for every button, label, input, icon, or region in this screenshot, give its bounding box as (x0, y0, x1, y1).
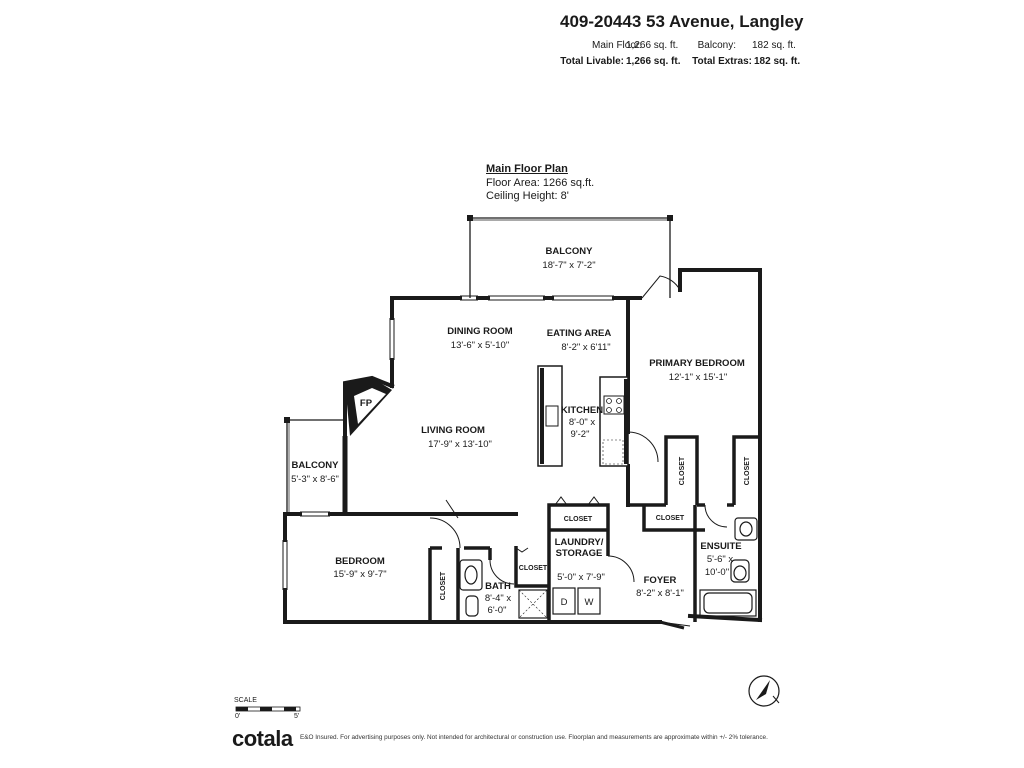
room-eating-name: EATING AREA (547, 328, 612, 339)
closet-label-primary-left: CLOSET (679, 456, 686, 485)
room-bedroom-dims: 15'-9" x 9'-7" (333, 569, 386, 580)
balcony-top-rail (470, 217, 671, 298)
dryer-box (552, 587, 576, 615)
disclaimer-text: E&O Insured. For advertising purposes on… (300, 734, 768, 741)
floor-area: Floor Area: 1266 sq.ft. (486, 177, 595, 189)
main-floor-value: 1,266 sq. ft. (626, 40, 679, 51)
room-bath-dims-2: 6'-0" (488, 605, 507, 616)
room-ensuite-dims-2: 10'-0" (705, 567, 729, 578)
total-livable-label: Total Livable: (560, 56, 624, 67)
listing-address: 409-20443 53 Avenue, Langley (560, 12, 804, 31)
room-kitchen-name: KITCHEN (561, 405, 603, 416)
room-bath-name: BATH (485, 581, 511, 592)
fireplace-label: FP (360, 398, 373, 409)
room-balcony-top-name: BALCONY (546, 246, 594, 257)
room-foyer-dims: 8'-2" x 8'-1" (636, 588, 684, 599)
room-laundry-name-1: LAUNDRY/ (555, 537, 604, 548)
room-dining-name: DINING ROOM (447, 326, 513, 337)
balcony-area-value: 182 sq. ft. (752, 40, 796, 51)
room-eating-dims: 8'-2" x 6'11" (561, 342, 610, 353)
dryer-label: D (561, 597, 568, 608)
room-living-name: LIVING ROOM (421, 425, 485, 436)
closet-label-foyer: CLOSET (656, 515, 685, 522)
room-dining-dims: 13'-6" x 5'-10" (451, 340, 509, 351)
room-balcony-top-dims: 18'-7" x 7'-2" (542, 260, 595, 271)
room-bedroom-name: BEDROOM (335, 556, 385, 567)
scale-start: 0' (235, 713, 241, 720)
total-extras-value: 182 sq. ft. (754, 56, 801, 67)
scale-bar (235, 706, 301, 712)
room-primary-dims: 12'-1" x 15'-1" (669, 372, 727, 383)
scale-label: SCALE (234, 697, 257, 704)
closet-label-bedroom: CLOSET (440, 571, 447, 600)
room-kitchen-dims-2: 9'-2" (571, 429, 590, 440)
closet-label-bath: CLOSET (519, 565, 548, 572)
room-primary-name: PRIMARY BEDROOM (649, 358, 745, 369)
room-balcony-left-dims: 5'-3" x 8'-6" (291, 474, 339, 485)
room-balcony-left-name: BALCONY (292, 460, 340, 471)
total-extras-label: Total Extras: (692, 56, 752, 67)
room-ensuite-dims-1: 5'-6" x (707, 554, 734, 565)
washer-box (577, 587, 601, 615)
brand-logo: cotala (232, 726, 293, 751)
ceiling-height: Ceiling Height: 8' (486, 190, 569, 202)
plan-title: Main Floor Plan (486, 163, 568, 175)
room-laundry-name-2: STORAGE (556, 548, 603, 559)
room-ensuite-name: ENSUITE (700, 541, 741, 552)
room-kitchen-dims-1: 8'-0" x (569, 417, 596, 428)
closet-label-center: CLOSET (564, 516, 593, 523)
closet-label-primary-right: CLOSET (744, 456, 751, 485)
north-arrow-icon (748, 675, 780, 707)
room-laundry-dims: 5'-0" x 7'-9" (557, 572, 605, 583)
room-bath-dims-1: 8'-4" x (485, 593, 512, 604)
room-foyer-name: FOYER (644, 575, 677, 586)
room-living-dims: 17'-9" x 13'-10" (428, 439, 492, 450)
total-livable-value: 1,266 sq. ft. (626, 56, 681, 67)
washer-label: W (585, 597, 594, 608)
balcony-area-label: Balcony: (697, 40, 736, 51)
scale-end: 5' (294, 713, 300, 720)
main-floor-label: Main Floor: (591, 40, 642, 51)
